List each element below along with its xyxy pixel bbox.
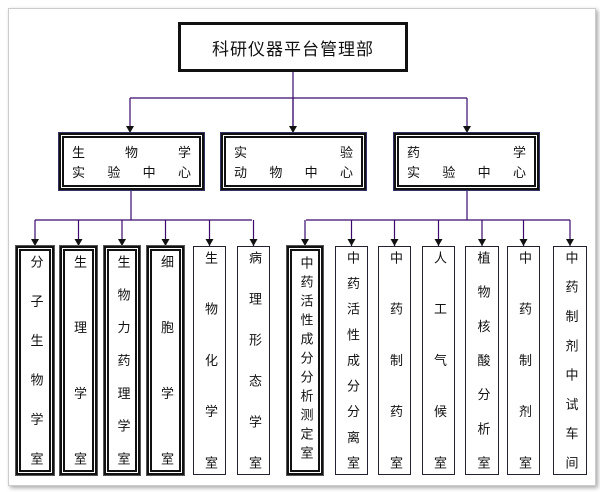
- arrow-down-icon: [519, 239, 528, 246]
- center-label-char: 心: [512, 166, 526, 181]
- arrow-down-icon: [74, 239, 83, 246]
- center-label-char: 药: [407, 146, 421, 161]
- lab-label: 分子生物学室: [27, 255, 43, 465]
- center-node-bio: 生 物 学实 验 中 心: [58, 132, 205, 191]
- center-label-char: 实: [407, 166, 421, 181]
- root-label: 科研仪器平台管理部: [212, 39, 374, 60]
- lab-label: 植物核酸分析室: [474, 251, 490, 469]
- lab-label: 生物化学室: [202, 251, 217, 469]
- center-label-char: 实: [72, 166, 86, 181]
- center-label-char: 验: [107, 166, 121, 181]
- lab-node: 中药制剂中试车间: [553, 246, 587, 475]
- arrow-down-icon: [249, 239, 258, 246]
- center-label-char: 验: [442, 166, 456, 181]
- arrow-down-icon: [463, 126, 471, 133]
- lab-node: 中药制药室: [378, 246, 411, 475]
- center-label-char: 中: [304, 166, 318, 181]
- lab-node: 分子生物学室: [15, 245, 55, 476]
- arrow-down-icon: [118, 239, 126, 246]
- lab-node: 中药活性成分分析测定室: [286, 245, 324, 476]
- center-label-char: 生: [72, 146, 86, 161]
- lab-node: 中药制剂室: [507, 246, 540, 475]
- lab-label: 生物力药理学室: [114, 255, 130, 465]
- center-label-char: 验: [339, 146, 353, 161]
- lab-node: 生物力药理学室: [103, 245, 141, 476]
- arrow-down-icon: [301, 239, 309, 246]
- center-label-char: 学: [177, 146, 191, 161]
- center-label-char: 学: [512, 146, 526, 161]
- lab-node: 植物核酸分析室: [465, 246, 499, 475]
- lab-node: 生理学室: [59, 245, 98, 476]
- lab-label: 人工气候室: [431, 251, 446, 469]
- lab-label: 生理学室: [71, 255, 86, 465]
- lab-node: 中药活性成分分离室: [335, 246, 368, 475]
- center-node-animal: 实 验动 物 中 心: [220, 132, 367, 191]
- arrow-down-icon: [347, 239, 356, 246]
- center-node-pharm: 药 学实 验 中 心: [393, 132, 540, 191]
- center-label-char: 心: [177, 166, 191, 181]
- arrow-down-icon: [161, 239, 170, 246]
- lab-node: 生物化学室: [193, 246, 226, 475]
- lab-label: 细胞学室: [158, 255, 173, 465]
- arrow-down-icon: [205, 239, 214, 246]
- lab-label: 中药制剂室: [516, 251, 531, 469]
- center-label-char: 物: [269, 166, 283, 181]
- arrow-down-icon: [566, 239, 574, 246]
- lab-label: 中药活性成分分析测定室: [297, 255, 313, 465]
- lab-label: 中药活性成分分离室: [344, 251, 359, 469]
- lab-node: 细胞学室: [146, 245, 185, 476]
- center-label-char: 心: [339, 166, 353, 181]
- lab-node: 病理形态学室: [237, 246, 270, 475]
- arrow-down-icon: [478, 239, 486, 246]
- center-label-char: 动: [234, 166, 248, 181]
- lab-label: 中药制药室: [387, 251, 402, 469]
- lab-node: 人工气候室: [422, 246, 455, 475]
- center-label-char: 中: [142, 166, 156, 181]
- center-label-char: 实: [234, 146, 248, 161]
- arrow-down-icon: [434, 239, 443, 246]
- arrow-down-icon: [126, 126, 134, 133]
- center-label-char: 中: [477, 166, 491, 181]
- lab-label: 中药制剂中试车间: [562, 251, 578, 469]
- arrow-down-icon: [390, 239, 399, 246]
- arrow-down-icon: [31, 239, 39, 246]
- arrow-down-icon: [289, 126, 297, 133]
- root-node: 科研仪器平台管理部: [178, 22, 408, 72]
- lab-label: 病理形态学室: [246, 251, 261, 469]
- center-label-char: 物: [124, 146, 138, 161]
